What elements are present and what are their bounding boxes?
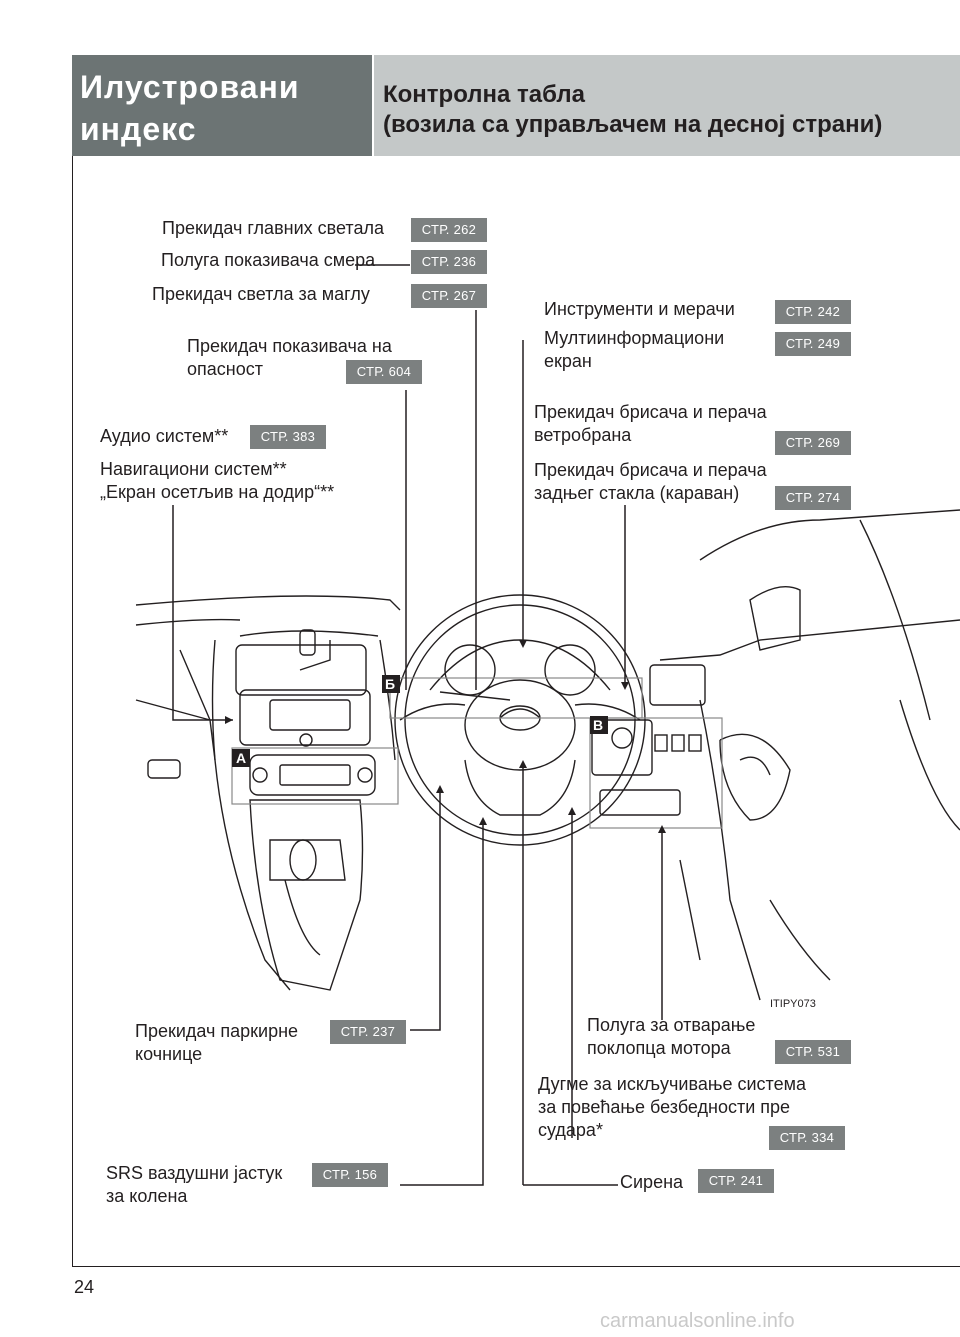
page-frame — [72, 55, 960, 1267]
label-fog-light-switch: Прекидач светла за маглу — [152, 284, 370, 304]
page-ref-hazard[interactable]: СТР. 604 — [346, 360, 422, 384]
page-ref-srs[interactable]: СТР. 156 — [312, 1163, 388, 1187]
label-audio-system: Аудио систем** — [100, 426, 229, 446]
marker-b: Б — [385, 676, 395, 692]
label-navigation-system: Навигациони систем**„Екран осетљив на до… — [100, 459, 335, 502]
image-code: ITIPY073 — [770, 998, 816, 1010]
page-ref-gauges[interactable]: СТР. 242 — [775, 300, 851, 324]
marker-v: В — [593, 717, 603, 733]
page-ref-hood[interactable]: СТР. 531 — [775, 1040, 851, 1064]
page-ref-turn-signal[interactable]: СТР. 236 — [411, 250, 487, 274]
page-ref-headlight[interactable]: СТР. 262 — [411, 218, 487, 242]
watermark: carmanualsonline.info — [600, 1310, 795, 1332]
marker-a: A — [236, 750, 246, 766]
page-title: Контролна табла(возила са управљачем на … — [383, 81, 883, 138]
page-ref-wiper-rear[interactable]: СТР. 274 — [775, 486, 851, 510]
label-horn: Сирена — [620, 1172, 684, 1192]
label-turn-signal-lever: Полуга показивача смера — [161, 250, 376, 270]
page-number: 24 — [74, 1277, 95, 1297]
title-header — [374, 55, 960, 156]
page-ref-audio[interactable]: СТР. 383 — [250, 425, 326, 449]
page-ref-parking[interactable]: СТР. 237 — [330, 1020, 406, 1044]
page-ref-fog[interactable]: СТР. 267 — [411, 284, 487, 308]
page-ref-horn[interactable]: СТР. 241 — [698, 1169, 774, 1193]
page-ref-wiper-front[interactable]: СТР. 269 — [775, 431, 851, 455]
page-ref-multi[interactable]: СТР. 249 — [775, 332, 851, 356]
page-ref-pcs[interactable]: СТР. 334 — [769, 1126, 845, 1150]
label-headlight-switch: Прекидач главних светала — [162, 218, 384, 238]
label-gauges: Инструменти и мерачи — [544, 299, 735, 319]
section-header — [72, 55, 372, 156]
